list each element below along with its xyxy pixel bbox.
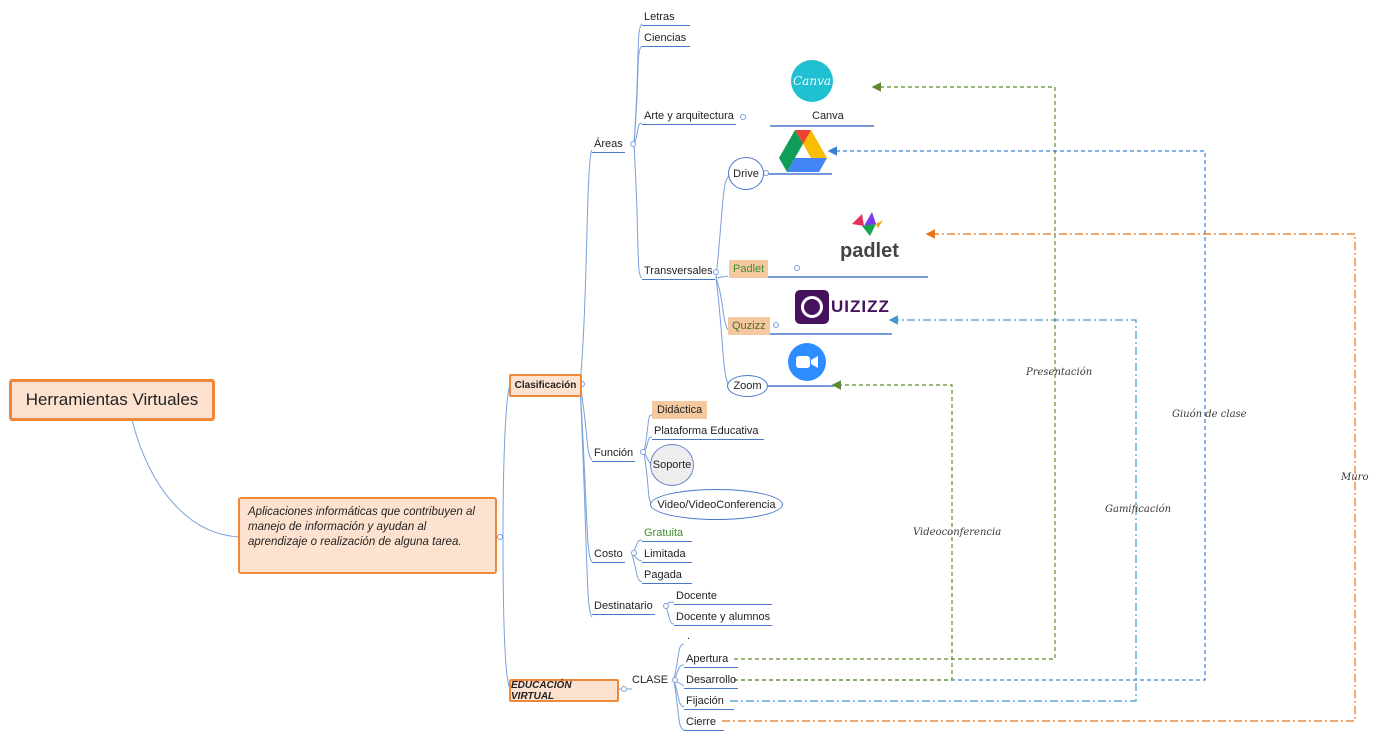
function-plataforma[interactable]: Plataforma Educativa — [652, 424, 764, 440]
cost-pagada[interactable]: Pagada — [642, 568, 692, 584]
didactica-label: Didáctica — [657, 404, 703, 416]
area-arte[interactable]: Arte y arquitectura — [642, 109, 736, 125]
audience-node[interactable]: Destinatario — [592, 599, 655, 615]
cierre-label: Cierre — [686, 716, 716, 728]
clase-dot[interactable]: . — [687, 629, 690, 643]
pagada-label: Pagada — [644, 569, 682, 581]
video-label: Video/VideoConferencia — [657, 498, 776, 511]
padlet-logo: padlet — [840, 240, 899, 263]
relation-muro-label: Muro — [1341, 472, 1368, 483]
clase-cierre[interactable]: Cierre — [684, 715, 724, 731]
classification-label: Clasificación — [514, 380, 577, 391]
zoom-label: Zoom — [733, 380, 762, 392]
muro-text: Muro — [1341, 472, 1369, 483]
relation-gamificacion-label: Gamificación — [1105, 504, 1171, 515]
description-text: Aplicaciones informáticas que contribuye… — [248, 506, 475, 548]
padlet-label: Padlet — [733, 263, 765, 275]
area-letras[interactable]: Letras — [642, 10, 690, 26]
limitada-label: Limitada — [644, 548, 686, 560]
cost-node[interactable]: Costo — [592, 547, 625, 563]
relation-guion-label: Giuón de clase — [1172, 409, 1247, 420]
areas-label: Áreas — [594, 138, 623, 150]
zoom-camera-icon — [788, 343, 826, 381]
function-didactica[interactable]: Didáctica — [652, 401, 708, 419]
audience-docente[interactable]: Docente — [674, 589, 772, 605]
function-video[interactable]: Video/VideoConferencia — [650, 489, 783, 520]
padlet-node[interactable]: Padlet — [729, 260, 769, 278]
quizizz-node[interactable]: Quzizz — [728, 317, 770, 335]
quizizz-q-icon — [795, 290, 829, 324]
canva-logo-text: Canva — [793, 74, 831, 88]
drive-logo-icon — [779, 130, 827, 172]
relation-presentacion-label: Presentación — [1026, 367, 1092, 378]
function-label: Función — [594, 447, 634, 459]
gamificacion-text: Gamificación — [1105, 504, 1172, 515]
plataforma-label: Plataforma Educativa — [654, 425, 759, 437]
drive-node[interactable]: Drive — [728, 157, 764, 190]
area-ciencias[interactable]: Ciencias — [642, 31, 690, 47]
padlet-bird-icon — [852, 212, 883, 236]
soporte-label: Soporte — [652, 459, 692, 471]
area-letras-label: Letras — [644, 11, 675, 23]
function-node[interactable]: Función — [592, 446, 636, 462]
gratuita-label: Gratuita — [644, 527, 684, 539]
audience-docente-alumnos[interactable]: Docente y alumnos — [674, 610, 772, 626]
clase-fijacion[interactable]: Fijación — [684, 694, 734, 710]
virtual-education-node[interactable]: EDUCACIÓN VIRTUAL — [509, 679, 619, 702]
root-node[interactable]: Herramientas Virtuales — [9, 379, 215, 421]
virtual-education-label: EDUCACIÓN VIRTUAL — [511, 679, 572, 702]
videoconferencia-text: Videoconferencia — [913, 527, 1002, 538]
zoom-node[interactable]: Zoom — [727, 375, 768, 397]
apertura-label: Apertura — [686, 653, 729, 665]
clase-dot-label: . — [687, 630, 691, 642]
presentacion-text: Presentación — [1026, 367, 1093, 378]
function-soporte[interactable]: Soporte — [650, 444, 694, 486]
cost-gratuita[interactable]: Gratuita — [642, 526, 692, 542]
canva-label: Canva — [812, 110, 844, 122]
clase-label: CLASE — [632, 674, 669, 686]
guion-text: Giuón de clase — [1172, 409, 1247, 420]
clase-desarrollo[interactable]: Desarrollo — [684, 673, 738, 689]
area-arte-label: Arte y arquitectura — [644, 110, 734, 122]
canva-node[interactable]: Canva — [812, 109, 844, 123]
docente-label: Docente — [676, 590, 717, 602]
audience-label: Destinatario — [594, 600, 653, 612]
fijacion-label: Fijación — [686, 695, 724, 707]
padlet-logo-text: padlet — [840, 240, 899, 262]
clase-apertura[interactable]: Apertura — [684, 652, 738, 668]
area-ciencias-label: Ciencias — [644, 32, 687, 44]
drive-label: Drive — [733, 167, 759, 180]
cost-limitada[interactable]: Limitada — [642, 547, 692, 563]
area-transversales-label: Transversales — [644, 265, 713, 277]
area-transversales[interactable]: Transversales — [642, 264, 715, 280]
clase-node[interactable]: CLASE — [632, 673, 668, 687]
relation-videoconferencia-label: Videoconferencia — [913, 527, 1001, 538]
classification-node[interactable]: Clasificación — [509, 374, 582, 397]
docente-alumnos-label: Docente y alumnos — [676, 611, 771, 623]
areas-node[interactable]: Áreas — [592, 137, 625, 153]
canva-logo: Canva — [791, 60, 833, 102]
cost-label: Costo — [594, 548, 623, 560]
description-node[interactable]: Aplicaciones informáticas que contribuye… — [238, 497, 497, 574]
quizizz-label: Quzizz — [732, 320, 766, 332]
quizizz-logo-text: UIZIZZ — [831, 297, 890, 316]
quizizz-logo: UIZIZZ — [795, 290, 890, 324]
desarrollo-label: Desarrollo — [686, 674, 737, 686]
root-title: Herramientas Virtuales — [25, 390, 199, 409]
